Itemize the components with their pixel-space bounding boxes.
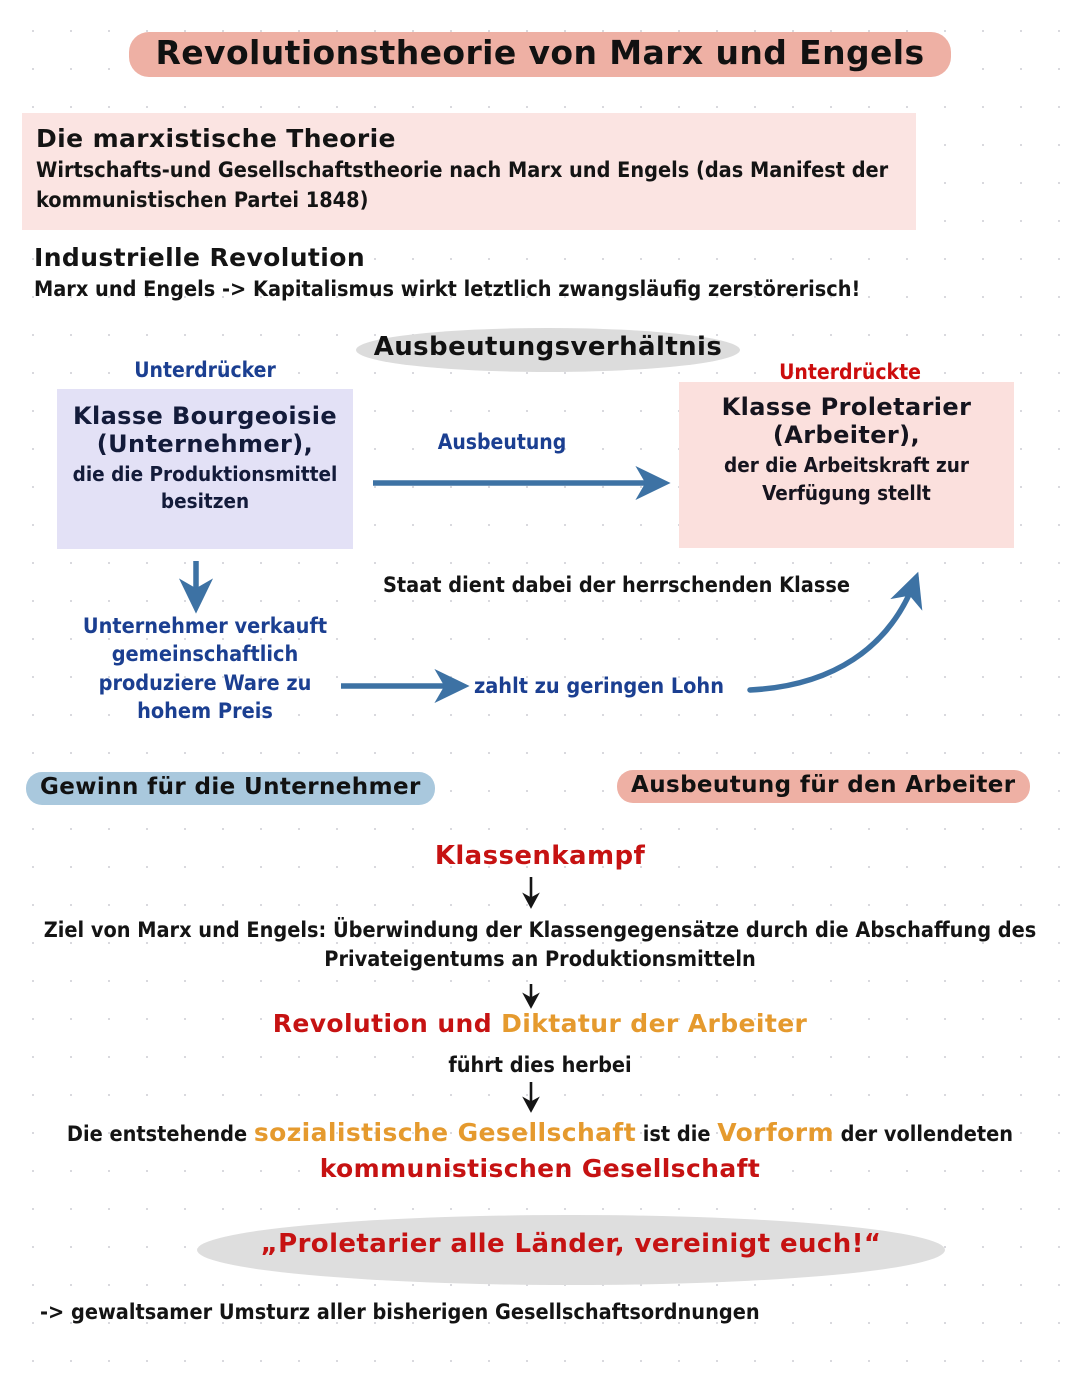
marxist-theory-block: Die marxistische Theorie Wirtschafts-und…	[22, 113, 916, 230]
leads-to-text: führt dies herbei	[448, 1053, 632, 1078]
revolution-orange-part: Diktatur der Arbeiter	[501, 1009, 808, 1038]
socialist-orange: sozialistische Gesellschaft	[253, 1118, 637, 1147]
industrial-revolution-body: Marx und Engels -> Kapitalismus wirkt le…	[34, 277, 861, 302]
relation-ellipse-label: Ausbeutungsverhältnis	[373, 332, 723, 362]
proletariat-box: Klasse Proletarier (Arbeiter), der die A…	[679, 382, 1014, 548]
class-struggle-heading: Klassenkampf	[434, 841, 646, 871]
page-title: Revolutionstheorie von Marx und Engels	[0, 32, 1080, 78]
exploitation-banner: Ausbeutung für den Arbeiter	[617, 770, 1030, 803]
socialist-pre: Die entstehende	[66, 1122, 254, 1147]
profit-banner: Gewinn für die Unternehmer	[26, 772, 435, 805]
seller-line-4: hohem Preis	[137, 699, 273, 725]
goal-text: Ziel von Marx und Engels: Überwindung de…	[43, 918, 1037, 973]
socialist-post: der vollendeten	[833, 1122, 1014, 1147]
socialist-society-text: Die entstehende sozialistische Gesellsch…	[0, 1115, 1080, 1188]
title-highlight: Revolutionstheorie von Marx und Engels	[129, 32, 951, 78]
socialist-mid: ist die	[636, 1122, 718, 1147]
oppressor-label: Unterdrücker	[134, 358, 276, 382]
profit-banner-label: Gewinn für die Unternehmer	[40, 774, 421, 800]
quote-text: „Proletarier alle Länder, vereinigt euch…	[260, 1229, 882, 1259]
quote-ellipse-highlight	[197, 1215, 945, 1285]
marxist-theory-heading: Die marxistische Theorie	[36, 124, 396, 153]
proletariat-line-4: Verfügung stellt	[762, 480, 931, 505]
marxist-theory-body: Wirtschafts-und Gesellschaftstheorie nac…	[36, 158, 889, 213]
exploitation-banner-label: Ausbeutung für den Arbeiter	[631, 772, 1016, 798]
bourgeoisie-line-3: die die Produktionsmittel	[72, 461, 338, 486]
bourgeoisie-line-1: Klasse Bourgeoisie	[72, 402, 338, 430]
seller-flow-text: Unternehmer verkauft gemeinschaftlich pr…	[60, 613, 350, 727]
title-text: Revolutionstheorie von Marx und Engels	[155, 33, 925, 72]
bourgeoisie-line-2: (Unternehmer),	[96, 429, 314, 458]
communist-red: kommunistischen Gesellschaft	[319, 1154, 761, 1184]
relation-ellipse-highlight	[356, 328, 740, 372]
final-note-text: -> gewaltsamer Umsturz aller bisherigen …	[40, 1300, 760, 1325]
oppressed-label: Unterdrückte	[779, 360, 921, 384]
revolution-red-part: Revolution und	[272, 1009, 502, 1038]
seller-line-2: gemeinschaftlich	[111, 642, 299, 668]
seller-line-1: Unternehmer verkauft	[82, 614, 328, 639]
revolution-line: Revolution und Diktatur der Arbeiter	[0, 1009, 1080, 1038]
state-serves-text: Staat dient dabei der herrschenden Klass…	[383, 573, 850, 598]
industrial-revolution-heading: Industrielle Revolution	[34, 243, 366, 272]
low-wage-text: zahlt zu geringen Lohn	[474, 674, 724, 699]
proletariat-line-3: der die Arbeitskraft zur	[724, 452, 969, 477]
proletariat-line-2: (Arbeiter),	[772, 420, 921, 449]
proletariat-line-1: Klasse Proletarier	[721, 393, 972, 421]
bourgeoisie-line-4: besitzen	[160, 489, 250, 514]
bourgeoisie-box: Klasse Bourgeoisie (Unternehmer), die di…	[57, 389, 353, 549]
vorform-orange: Vorform	[717, 1118, 834, 1147]
seller-line-3: produziere Ware zu	[98, 670, 312, 696]
exploitation-arrow-label: Ausbeutung	[437, 430, 567, 454]
